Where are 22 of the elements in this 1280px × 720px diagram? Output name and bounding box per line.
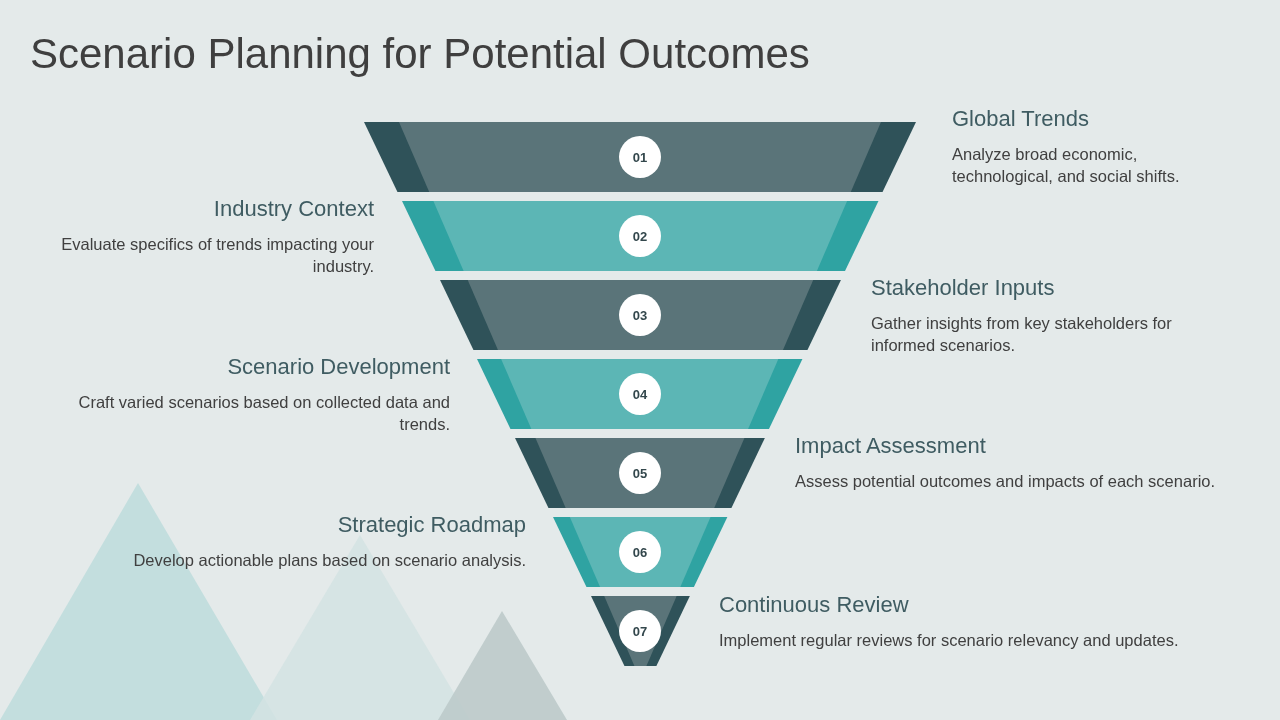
step-description: Gather insights from key stakeholders for informed scenarios. [871, 313, 1173, 356]
funnel-band [364, 122, 916, 192]
funnel-band [515, 438, 765, 508]
step-heading: Global Trends [952, 106, 1089, 132]
step-description: Assess potential outcomes and impacts of each scenario. [795, 471, 1217, 492]
step-description: Analyze broad economic, technological, and social shifts. [952, 144, 1181, 187]
step-heading: Impact Assessment [795, 433, 986, 459]
step-description: Develop actionable plans based on scenario analysis. [132, 550, 526, 571]
step-description: Craft varied scenarios based on collected data and trends. [77, 392, 450, 435]
funnel-band [477, 359, 803, 429]
step-heading: Continuous Review [719, 592, 909, 618]
funnel-band [439, 280, 841, 350]
step-heading: Industry Context [213, 196, 374, 222]
step-heading: Strategic Roadmap [337, 512, 526, 538]
step-description: Implement regular reviews for scenario relevancy and updates. [719, 630, 1180, 651]
funnel-band [552, 517, 728, 587]
slide-title: Scenario Planning for Potential Outcomes [30, 30, 810, 78]
funnel-band [401, 201, 879, 271]
step-heading: Stakeholder Inputs [871, 275, 1055, 301]
funnel-band [590, 596, 690, 666]
step-heading: Scenario Development [227, 354, 450, 380]
step-description: Evaluate specifics of trends impacting your industry. [60, 234, 374, 277]
